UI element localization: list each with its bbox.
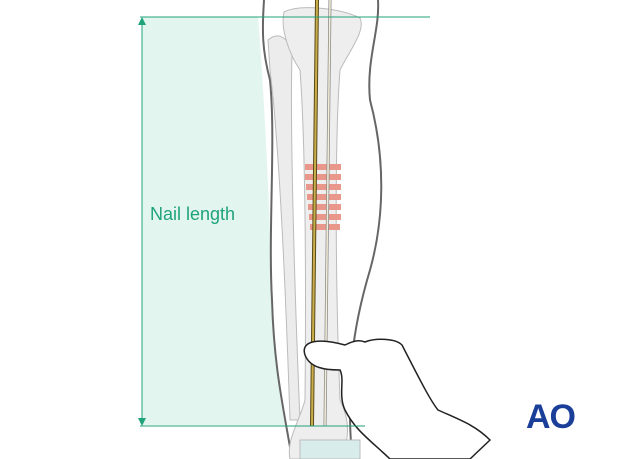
leg-outline bbox=[261, 0, 293, 459]
measure-shade bbox=[142, 17, 285, 425]
tibia bbox=[282, 7, 362, 459]
ao-logo: AO bbox=[526, 398, 576, 436]
talus bbox=[299, 439, 361, 459]
fracture-zone bbox=[305, 164, 341, 230]
hand bbox=[303, 338, 492, 459]
nail-length-label: Nail length bbox=[150, 204, 236, 224]
